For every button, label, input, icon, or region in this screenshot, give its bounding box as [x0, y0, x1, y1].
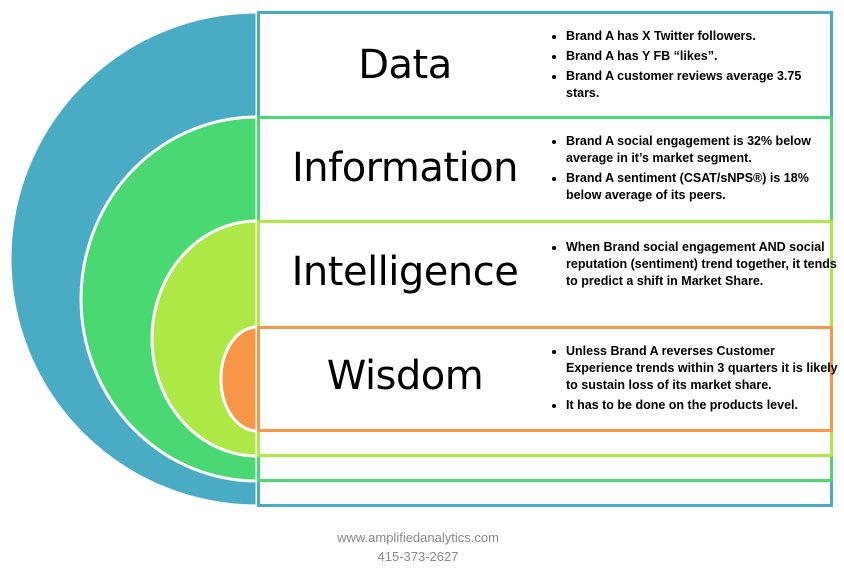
bullet: Brand A sentiment (CSAT/sNPS®) is 18% be…	[566, 170, 838, 204]
data-title: Data	[358, 42, 452, 88]
footer-website: www.amplifiedanalytics.com	[337, 530, 499, 545]
information-bullets: Brand A social engagement is 32% below a…	[550, 133, 838, 207]
bullet: It has to be done on the products level.	[566, 397, 838, 414]
information-title: Information	[291, 145, 519, 191]
wisdom-bullets: Unless Brand A reverses Customer Experie…	[550, 343, 838, 417]
wisdom-arc	[219, 325, 259, 433]
bullet: Brand A social engagement is 32% below a…	[566, 133, 838, 167]
bullet: Brand A customer reviews average 3.75 st…	[566, 68, 838, 102]
bullet: Brand A has Y FB “likes”.	[566, 48, 838, 65]
footer-phone: 415-373-2627	[377, 549, 459, 564]
bullet: Brand A has X Twitter followers.	[566, 28, 838, 45]
wisdom-title: Wisdom	[326, 353, 484, 399]
bullet: When Brand social engagement AND social …	[566, 239, 838, 290]
intelligence-title: Intelligence	[291, 249, 519, 295]
bullet: Unless Brand A reverses Customer Experie…	[566, 343, 838, 394]
wisdom-box: Wisdom Unless Brand A reverses Customer …	[257, 326, 838, 432]
intelligence-bullets: When Brand social engagement AND social …	[550, 239, 838, 293]
data-bullets: Brand A has X Twitter followers. Brand A…	[550, 28, 838, 105]
